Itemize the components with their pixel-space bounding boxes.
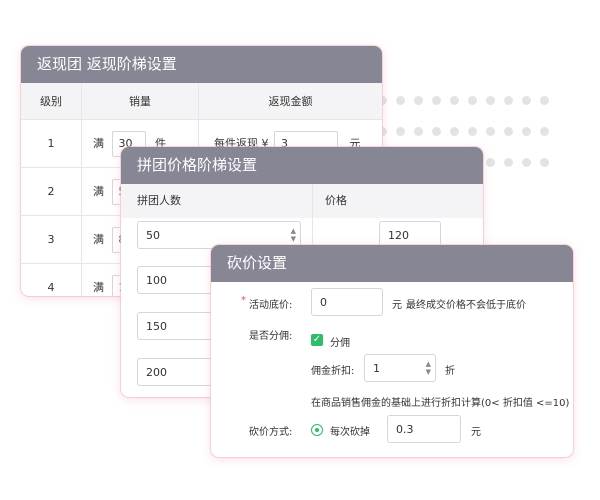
decorative-dot (432, 96, 441, 105)
floor-price-input[interactable]: 0 (311, 288, 383, 316)
tier-cash-unit: 元 (349, 136, 361, 150)
table-header-bar (121, 184, 483, 218)
decorative-dot (522, 158, 531, 167)
decorative-dot (414, 127, 423, 136)
people-value: 50 (146, 229, 160, 242)
commission-check-label: 分佣 (330, 338, 350, 349)
column-header-cashback: 返现金额 (198, 83, 382, 120)
decorative-dot (522, 127, 531, 136)
decorative-dot (468, 127, 477, 136)
method-value: 0.3 (396, 423, 414, 436)
decorative-dot (504, 96, 513, 105)
decorative-dot (486, 96, 495, 105)
method-option-label: 每次砍掉 (330, 427, 370, 438)
decorative-dot (486, 158, 495, 167)
discount-value: 1 (373, 362, 380, 375)
decorative-dot (378, 127, 387, 136)
discount-note: 在商品销售佣金的基础上进行折扣计算(0< 折扣值 <=10) (311, 398, 570, 409)
commission-label: 是否分佣: (249, 331, 293, 342)
method-label: 砍价方式: (249, 427, 293, 438)
commission-checkbox[interactable]: ✓ (311, 334, 323, 346)
tier-level: 1 (21, 119, 82, 168)
required-mark: * (241, 295, 246, 306)
cashback-tier-title: 返现团 返现阶梯设置 (21, 46, 382, 83)
tier-prefix: 满 (93, 136, 104, 150)
tier-level: 4 (21, 263, 82, 296)
floor-price-unit: 元 (392, 300, 402, 311)
decorative-dot (414, 96, 423, 105)
discount-unit: 折 (445, 366, 455, 377)
decorative-dot (540, 127, 549, 136)
tier-prefix: 满 (93, 184, 104, 198)
decorative-dot (450, 96, 459, 105)
column-header-people: 拼团人数 (137, 194, 181, 207)
decorative-dot (468, 96, 477, 105)
decorative-dot (450, 127, 459, 136)
group-price-title: 拼团价格阶梯设置 (121, 147, 483, 184)
tier-prefix: 满 (93, 280, 104, 294)
stepper-icon[interactable]: ▲▼ (290, 227, 296, 243)
discount-label: 佣金折扣: (311, 366, 355, 377)
decorative-dot (504, 158, 513, 167)
decorative-dot (396, 127, 405, 136)
people-value: 150 (146, 320, 167, 333)
floor-price-label: 活动底价: (249, 300, 293, 311)
tier-prefix: 满 (93, 232, 104, 246)
column-header-sales: 销量 (81, 83, 199, 120)
decorative-dot (378, 96, 387, 105)
tier-level: 2 (21, 167, 82, 216)
price-value: 120 (388, 229, 409, 242)
bargain-settings-card: 砍价设置 * 活动底价: 0 元 最终成交价格不会低于底价 是否分佣: ✓ 分佣… (211, 245, 573, 457)
discount-input[interactable]: 1 ▲▼ (364, 354, 436, 382)
decorative-dot (522, 96, 531, 105)
column-header-price: 价格 (325, 194, 347, 207)
floor-price-note: 最终成交价格不会低于底价 (406, 300, 526, 311)
decorative-dot (396, 96, 405, 105)
tier-unit: 件 (155, 136, 166, 150)
decorative-dot (486, 127, 495, 136)
tier-cash-label: 每件返现 ¥ (214, 136, 269, 150)
people-value: 100 (146, 274, 167, 287)
decorative-dot (540, 158, 549, 167)
method-radio[interactable] (311, 424, 323, 436)
bargain-settings-title: 砍价设置 (211, 245, 573, 282)
decorative-dot (540, 96, 549, 105)
decorative-dot (432, 127, 441, 136)
people-input[interactable]: 50 ▲▼ (137, 221, 301, 249)
tier-level: 3 (21, 215, 82, 264)
decorative-dot (504, 127, 513, 136)
floor-price-value: 0 (320, 296, 327, 309)
method-unit: 元 (471, 427, 481, 438)
people-value: 200 (146, 366, 167, 379)
column-header-level: 级别 (21, 83, 82, 120)
stepper-icon[interactable]: ▲▼ (425, 360, 431, 376)
method-value-input[interactable]: 0.3 (387, 415, 461, 443)
